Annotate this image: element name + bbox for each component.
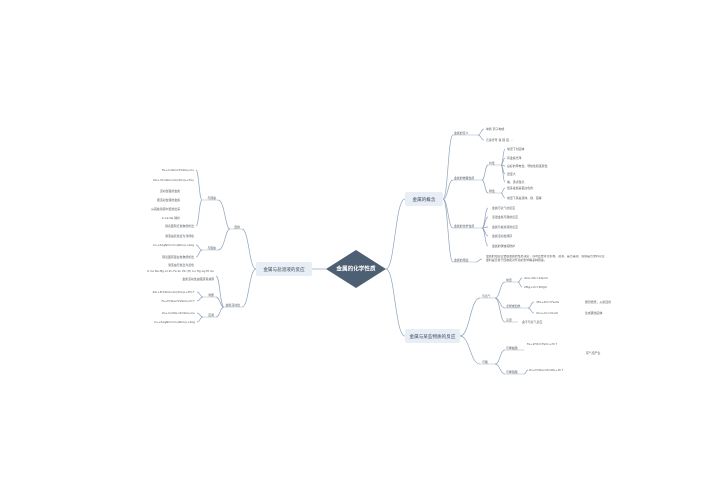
svg-text:熔、沸点较高: 熔、沸点较高 bbox=[507, 179, 524, 184]
svg-text:活动性强的金属: 活动性强的金属 bbox=[160, 188, 180, 193]
connector-right-2 bbox=[385, 268, 406, 337]
svg-text:Fe+H₂SO₄=FeSO₄+H₂↑: Fe+H₂SO₄=FeSO₄+H₂↑ bbox=[162, 299, 195, 303]
svg-text:4Al+3O₂=2Al₂O₃: 4Al+3O₂=2Al₂O₃ bbox=[524, 276, 549, 280]
svg-text:铁表面有红色物质析出: 铁表面有红色物质析出 bbox=[165, 223, 194, 228]
node-physical-properties: 金属的物理性质 bbox=[454, 175, 474, 180]
svg-text:溶液由蓝色变为浅绿色: 溶液由蓝色变为浅绿色 bbox=[165, 233, 194, 238]
svg-text:金属的概念: 金属的概念 bbox=[413, 196, 436, 203]
svg-text:2Al+3H₂SO₄=Al₂(SO₄)₃+3H₂↑: 2Al+3H₂SO₄=Al₂(SO₄)₃+3H₂↑ bbox=[152, 290, 195, 294]
svg-text:铜表面有银白色物质析出: 铜表面有银白色物质析出 bbox=[162, 254, 194, 259]
svg-text:良好的导电性、导热性和延展性: 良好的导电性、导热性和延展性 bbox=[507, 163, 548, 168]
node-displacement: 置换 bbox=[234, 224, 240, 229]
svg-text:很多金属是银白色的: 很多金属是银白色的 bbox=[507, 185, 533, 190]
svg-text:有金属光泽: 有金属光泽 bbox=[507, 155, 522, 160]
svg-text:金属活动性顺序: 金属活动性顺序 bbox=[492, 233, 512, 238]
metal-uses-text: 金属的用途主要由金属的性质决定，同时还要考虑价格、资源、是否美观、使用是否便利以… bbox=[486, 255, 605, 262]
svg-text:常温下为固体: 常温下为固体 bbox=[507, 146, 524, 151]
svg-text:常温下汞是液体，铁、铝等: 常温下汞是液体，铁、铝等 bbox=[507, 195, 542, 200]
svg-text:溶液由无色变为蓝色: 溶液由无色变为蓝色 bbox=[168, 262, 194, 267]
branch-salt-solution-reactions[interactable]: 金属与盐溶液的反应 bbox=[256, 262, 312, 276]
svg-text:金属与盐溶液的反应: 金属与盐溶液的反应 bbox=[492, 224, 518, 229]
svg-text:高温: 高温 bbox=[506, 317, 512, 322]
node-with-acid: 与酸 bbox=[482, 359, 488, 364]
node-activity-series: 金属活动性 bbox=[226, 302, 241, 307]
node-with-oxygen: 与氧气 bbox=[482, 293, 491, 298]
svg-text:元素符号 铁 铜 铝 ...: 元素符号 铁 铜 铝 ... bbox=[486, 137, 513, 142]
svg-text:单质 原子构成: 单质 原子构成 bbox=[486, 126, 504, 131]
svg-text:密度大: 密度大 bbox=[507, 171, 516, 176]
root-node[interactable]: 金属的化学性质 bbox=[326, 250, 386, 288]
svg-text:点燃或加热: 点燃或加热 bbox=[506, 303, 521, 308]
svg-text:Zn+H₂SO₄=ZnSO₄+H₂↑: Zn+H₂SO₄=ZnSO₄+H₂↑ bbox=[529, 368, 564, 372]
svg-text:有气泡产生: 有气泡产生 bbox=[586, 350, 601, 355]
svg-text:判断: 判断 bbox=[208, 292, 214, 297]
svg-text:K Ca Na Mg Al Zn Fe Sn Pb (H): K Ca Na Mg Al Zn Fe Sn Pb (H) Cu Hg Ag P… bbox=[147, 269, 214, 273]
svg-text:2Al+3CuSO₄=Al₂(SO₄)₃+3Cu: 2Al+3CuSO₄=Al₂(SO₄)₃+3Cu bbox=[153, 178, 194, 182]
branch-metal-reactions[interactable]: 金属与某些物质的反应 bbox=[405, 329, 460, 343]
svg-text:Cu+2AgNO₃=Cu(NO₃)₂+2Ag: Cu+2AgNO₃=Cu(NO₃)₂+2Ag bbox=[153, 243, 194, 247]
svg-text:与稀硫酸: 与稀硫酸 bbox=[506, 369, 518, 374]
svg-text:金不与氧气反应: 金不与氧气反应 bbox=[522, 319, 542, 324]
svg-text:3Fe+2O₂=Fe₃O₄: 3Fe+2O₂=Fe₃O₄ bbox=[536, 300, 560, 304]
svg-text:把活动性弱的金属: 把活动性弱的金属 bbox=[157, 197, 180, 202]
svg-text:Fe+2HCl=FeCl₂+H₂↑: Fe+2HCl=FeCl₂+H₂↑ bbox=[527, 342, 557, 346]
svg-text:共性: 共性 bbox=[489, 160, 495, 165]
svg-text:与铜盐: 与铜盐 bbox=[207, 195, 216, 200]
branch-metal-concept[interactable]: 金属的概念 bbox=[405, 192, 443, 206]
connector-right-1 bbox=[385, 198, 406, 270]
node-metal-uses: 金属的用途 bbox=[454, 257, 469, 262]
svg-text:K Ca Na 除外: K Ca Na 除外 bbox=[162, 215, 180, 220]
svg-text:金属的锈蚀和防护: 金属的锈蚀和防护 bbox=[492, 243, 515, 248]
svg-text:Fe+CuSO₄=FeSO₄+Cu: Fe+CuSO₄=FeSO₄+Cu bbox=[162, 168, 194, 172]
svg-text:生成黑色固体: 生成黑色固体 bbox=[585, 310, 602, 315]
svg-text:Cu+2AgNO₃=Cu(NO₃)₂+2Ag: Cu+2AgNO₃=Cu(NO₃)₂+2Ag bbox=[154, 320, 195, 324]
svg-text:从其盐溶液中置换出来: 从其盐溶液中置换出来 bbox=[151, 206, 180, 211]
svg-text:2Cu+O₂=2CuO: 2Cu+O₂=2CuO bbox=[536, 311, 559, 315]
svg-text:与稀盐酸: 与稀盐酸 bbox=[506, 345, 518, 350]
svg-text:2Mg+O₂=2MgO: 2Mg+O₂=2MgO bbox=[524, 285, 548, 289]
node-metal-definition: 金属的定义 bbox=[454, 130, 469, 135]
svg-text:金属与氧气的反应: 金属与氧气的反应 bbox=[492, 205, 515, 210]
root-label: 金属的化学性质 bbox=[335, 265, 376, 273]
svg-text:应用: 应用 bbox=[208, 312, 214, 317]
svg-text:金属与某些物质的反应: 金属与某些物质的反应 bbox=[410, 333, 456, 340]
svg-text:常温: 常温 bbox=[506, 277, 512, 282]
svg-text:活泼金属与酸的反应: 活泼金属与酸的反应 bbox=[492, 214, 518, 219]
node-chemical-properties: 金属的化学性质 bbox=[454, 223, 474, 228]
svg-text:金属活动性由强逐渐减弱: 金属活动性由强逐渐减弱 bbox=[182, 276, 214, 281]
svg-text:与银盐: 与银盐 bbox=[207, 245, 216, 250]
svg-text:Zn+CuSO₄=ZnSO₄+Cu: Zn+CuSO₄=ZnSO₄+Cu bbox=[162, 311, 195, 315]
svg-text:剧烈燃烧，火星四射: 剧烈燃烧，火星四射 bbox=[585, 299, 611, 304]
svg-text:特性: 特性 bbox=[489, 188, 495, 193]
svg-text:金属与盐溶液的反应: 金属与盐溶液的反应 bbox=[263, 266, 305, 273]
